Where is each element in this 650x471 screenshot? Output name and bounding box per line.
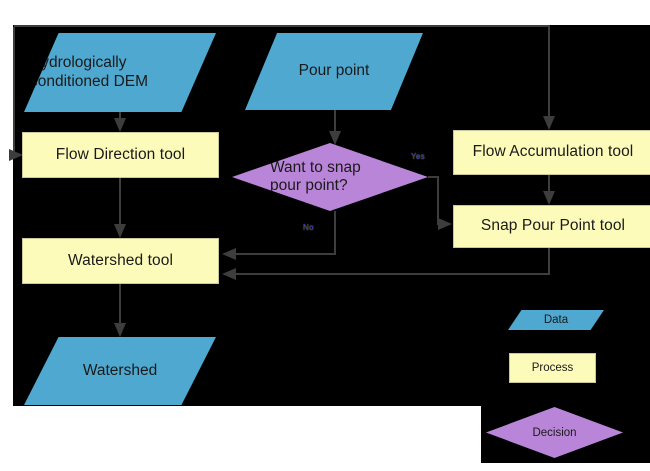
node-label-pour-point: Pour point xyxy=(298,62,370,80)
node-hydrologically-conditioned-dem[interactable]: Hydrologically conditioned DEM xyxy=(24,33,216,112)
branch-label-no: No xyxy=(303,223,314,232)
connector-dem-left-to-flow-direction xyxy=(9,27,23,161)
node-watershed[interactable]: Watershed xyxy=(24,337,216,405)
legend-item-process: Process xyxy=(509,353,596,383)
connector-decision-yes-to-snap-pour-point xyxy=(428,176,452,230)
legend-item-data: Data xyxy=(508,310,604,330)
node-label-decision: Want to snap pour point? xyxy=(270,158,361,194)
connector-dem-to-flow-accumulation xyxy=(14,25,555,130)
connector-decision-no-to-watershed-tool xyxy=(222,211,336,260)
node-label-snap-pour-point-tool: Snap Pour Point tool xyxy=(480,217,626,235)
legend-label-process: Process xyxy=(531,362,574,374)
node-label-watershed: Watershed xyxy=(82,361,158,379)
node-label-flow-accumulation-tool: Flow Accumulation tool xyxy=(472,143,634,161)
node-label-flow-direction-tool: Flow Direction tool xyxy=(55,145,186,163)
legend-label-decision: Decision xyxy=(532,426,577,439)
node-snap-pour-point-tool[interactable]: Snap Pour Point tool xyxy=(453,205,650,248)
connector-snap-pour-point-to-watershed-tool xyxy=(222,248,550,280)
node-label-watershed-tool: Watershed tool xyxy=(67,251,174,269)
legend-label-data: Data xyxy=(543,314,569,326)
node-flow-direction-tool[interactable]: Flow Direction tool xyxy=(22,132,219,178)
branch-label-yes: Yes xyxy=(411,152,425,161)
node-pour-point[interactable]: Pour point xyxy=(245,33,423,110)
node-watershed-tool[interactable]: Watershed tool xyxy=(22,238,219,284)
node-flow-accumulation-tool[interactable]: Flow Accumulation tool xyxy=(453,130,650,175)
node-label-dem: Hydrologically conditioned DEM xyxy=(30,54,149,90)
